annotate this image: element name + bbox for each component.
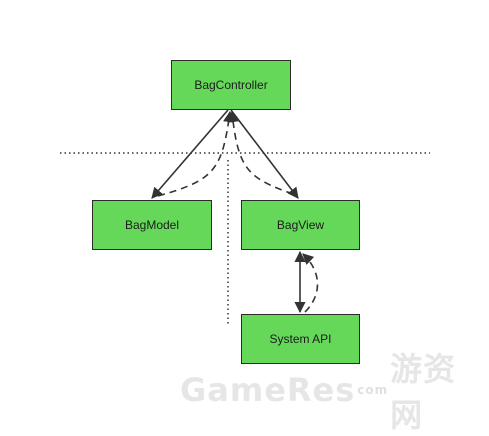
watermark-suffix: 游资网 (390, 350, 457, 434)
system-api-node: System API (241, 314, 360, 364)
bag-controller-node: BagController (171, 60, 291, 110)
dashed-arrow-model-to-controller (157, 110, 235, 197)
watermark-brand: GameRes (180, 371, 356, 409)
dashed-arrow-system-to-view (302, 253, 319, 313)
bag-model-label: BagModel (124, 218, 180, 232)
watermark: GameRes com 游资网 (180, 350, 480, 434)
bag-view-label: BagView (276, 218, 325, 232)
bag-model-node: BagModel (92, 200, 212, 250)
arrow-controller-to-view (230, 109, 299, 199)
bag-view-node: BagView (241, 200, 360, 250)
watermark-separator: com (357, 383, 389, 397)
bag-controller-label: BagController (194, 78, 268, 92)
dashed-arrow-view-to-controller (227, 110, 294, 195)
diagram-canvas (60, 109, 430, 325)
arrow-controller-to-model (151, 109, 229, 199)
system-api-label: System API (269, 332, 332, 346)
